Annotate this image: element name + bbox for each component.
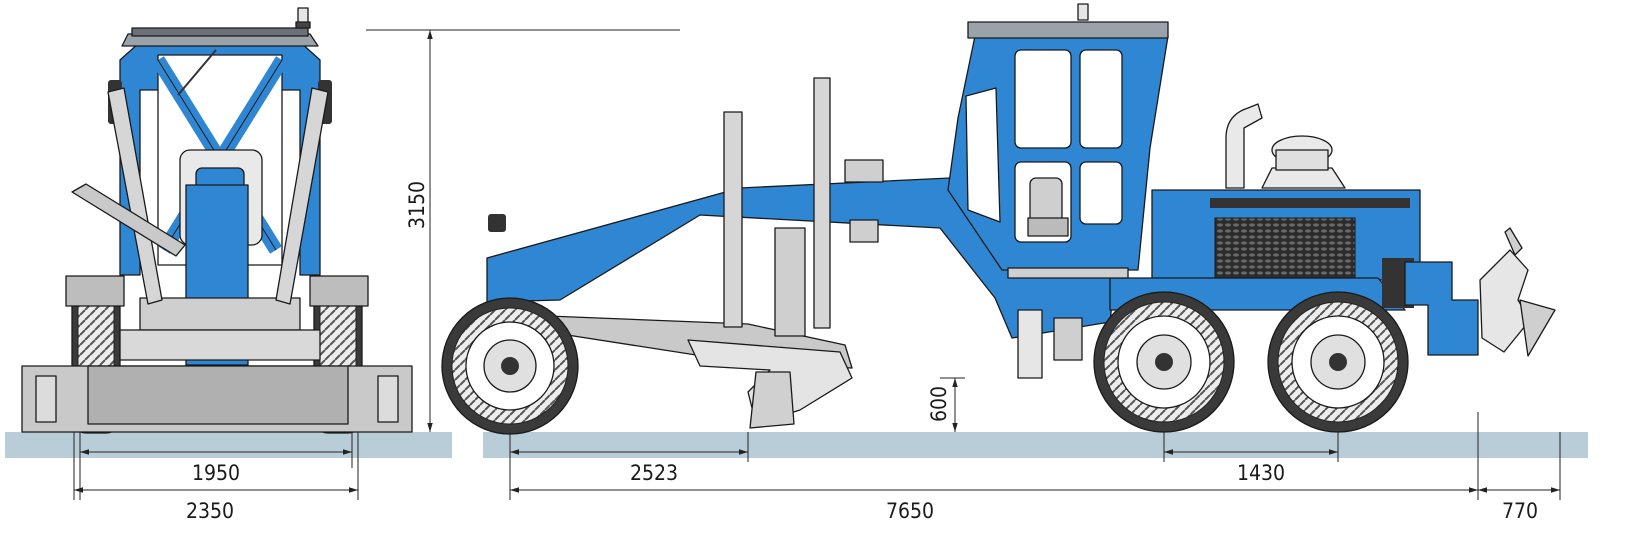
side-view-front-wheel	[441, 297, 579, 435]
side-view	[441, 3, 1556, 435]
side-view-rear-ripper	[1479, 227, 1556, 357]
front-view	[21, 7, 413, 434]
ground-strip-side	[483, 432, 1588, 458]
dimension-lines	[73, 29, 1561, 500]
dim-front-width: 2350	[186, 499, 234, 523]
dim-rear-overhang: 770	[1502, 499, 1538, 523]
front-view-blade	[21, 365, 413, 433]
side-view-rear-wheel-1	[1093, 291, 1235, 433]
side-view-moldboard	[687, 339, 853, 429]
side-view-lift-cylinders	[723, 77, 884, 337]
dim-wheelbase-length: 7650	[886, 499, 934, 523]
radiator-grille	[1214, 217, 1356, 281]
side-view-engine-housing	[1109, 103, 1421, 311]
dim-front-track: 1950	[192, 461, 240, 485]
dim-blade-lift: 600	[927, 386, 951, 422]
dim-front-axle-to-blade: 2523	[630, 461, 678, 485]
dim-rear-axle-spacing: 1430	[1237, 461, 1285, 485]
side-view-cab	[947, 3, 1169, 271]
front-view-lift-cylinders	[71, 87, 329, 305]
ground-strip-front	[5, 432, 452, 458]
side-view-rear-wheel-2	[1267, 291, 1409, 433]
dim-height: 3150	[405, 181, 429, 229]
